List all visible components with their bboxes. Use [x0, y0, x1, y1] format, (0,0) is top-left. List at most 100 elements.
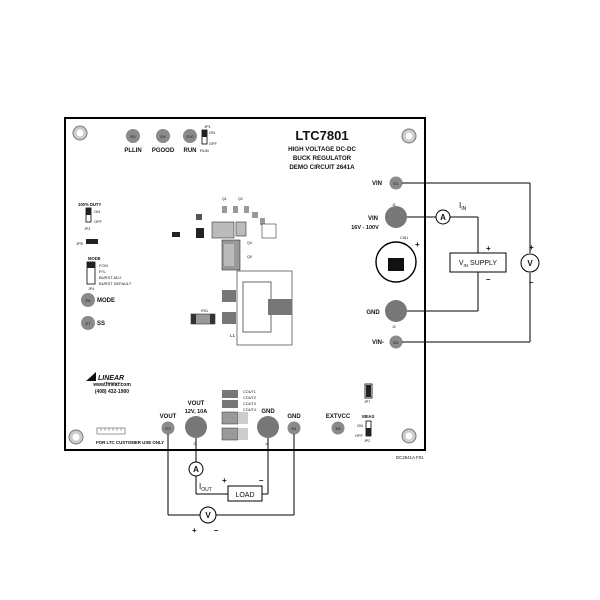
svg-text:E8: E8 — [336, 426, 342, 431]
svg-text:PGOOD: PGOOD — [152, 148, 175, 154]
svg-text:OFF: OFF — [355, 433, 364, 438]
svg-text:OFF: OFF — [209, 141, 218, 146]
svg-text:EXTVCC: EXTVCC — [326, 414, 351, 420]
inductor-l1 — [222, 270, 293, 346]
website-text: www.linear.com — [92, 382, 131, 388]
svg-text:–: – — [486, 275, 491, 284]
svg-text:V: V — [205, 511, 211, 520]
svg-text:VOUT: VOUT — [188, 401, 205, 407]
extvcc-turret[interactable]: EXTVCC E8 — [326, 414, 351, 435]
svg-text:A: A — [440, 213, 446, 222]
mounting-hole-icon — [401, 428, 417, 444]
svg-text:JP7: JP7 — [364, 400, 370, 404]
svg-text:+: + — [415, 240, 420, 249]
svg-text:E4: E4 — [161, 134, 167, 139]
gnd-connector-j4[interactable]: GND J4 — [257, 409, 279, 446]
svg-text:VBIAS: VBIAS — [362, 414, 375, 419]
svg-text:OFF: OFF — [94, 219, 103, 224]
vin-supply-box: VIN SUPPLY + – — [449, 244, 507, 284]
jp2-vbias-jumper[interactable]: VBIAS ON OFF JP2 — [355, 414, 375, 443]
run-turret[interactable]: E10 RUN — [183, 129, 197, 154]
iout-label: IOUT — [199, 482, 212, 493]
q1-label: Q1 — [222, 197, 227, 201]
svg-text:JP1: JP1 — [204, 124, 212, 129]
jp7-jumper[interactable]: JP7 — [364, 383, 373, 404]
output-voltmeter-icon: V + – — [192, 506, 219, 535]
jp6-mode-jumper[interactable]: MODE FCM P.S. BURST ADJ. BURST DEFAULT J… — [86, 256, 132, 291]
svg-text:J1: J1 — [392, 203, 396, 207]
svg-text:CIN1: CIN1 — [400, 236, 408, 240]
board-title: LTC7801 — [295, 128, 348, 143]
svg-text:LOAD: LOAD — [235, 492, 254, 499]
svg-text:PLLIN: PLLIN — [124, 148, 141, 154]
svg-text:ON: ON — [94, 209, 100, 214]
svg-text:–: – — [214, 526, 219, 535]
svg-text:E2: E2 — [394, 340, 400, 345]
svg-text:GND: GND — [261, 409, 275, 415]
q2-label: Q2 — [238, 197, 243, 201]
pgood-turret[interactable]: E4 PGOOD — [152, 129, 175, 154]
svg-text:E3: E3 — [166, 426, 172, 431]
board-subtitle-1: HIGH VOLTAGE DC-DC — [288, 146, 356, 153]
load-box: LOAD + – — [222, 476, 264, 502]
svg-text:VIN: VIN — [372, 181, 382, 187]
mounting-hole-icon — [72, 125, 88, 141]
svg-text:MODE: MODE — [97, 298, 115, 304]
svg-text:E1: E1 — [394, 181, 400, 186]
output-wiring — [167, 434, 295, 516]
board-subtitle-2: BUCK REGULATOR — [293, 155, 352, 162]
svg-text:COUT2: COUT2 — [243, 396, 256, 400]
svg-text:COUT1: COUT1 — [243, 390, 256, 394]
iin-label: IIN — [459, 201, 467, 212]
svg-text:JP5: JP5 — [76, 241, 84, 246]
jp3-duty-jumper[interactable]: 100% DUTY ON OFF JP3 — [78, 202, 103, 231]
l1-label: L1 — [230, 333, 236, 338]
svg-text:VIN-: VIN- — [372, 340, 384, 346]
small-components — [172, 206, 277, 271]
svg-text:J2: J2 — [392, 325, 396, 329]
svg-text:E10: E10 — [186, 134, 194, 139]
input-voltmeter-icon: V + – — [520, 243, 540, 287]
gnd-turret[interactable]: GND E4 — [287, 414, 301, 435]
phone-text: (408) 432-1900 — [95, 389, 129, 395]
figure-id: DC2641A F01 — [396, 455, 424, 460]
customer-use-area: FOR LTC CUSTOMER USE ONLY — [96, 427, 164, 445]
svg-text:16V - 100V: 16V - 100V — [351, 225, 379, 231]
svg-text:COUT3: COUT3 — [243, 402, 256, 406]
svg-text:RUN: RUN — [200, 148, 209, 153]
svg-text:+: + — [222, 476, 227, 485]
ss-turret[interactable]: E7 SS — [81, 316, 105, 330]
svg-text:RUN: RUN — [184, 148, 197, 154]
sense-resistor-rs1: RS1 — [190, 309, 216, 325]
svg-text:+: + — [486, 244, 491, 253]
svg-text:E7: E7 — [86, 321, 92, 326]
svg-text:FCM: FCM — [99, 263, 108, 268]
input-wiring — [402, 182, 531, 343]
svg-text:E5: E5 — [131, 134, 137, 139]
jp5-jumper[interactable]: JP5 — [76, 239, 98, 246]
vout-turret[interactable]: VOUT E3 — [160, 414, 177, 435]
board-subtitle-3: DEMO CIRCUIT 2641A — [289, 164, 355, 171]
vout-connector-j3[interactable]: VOUT 12V, 10A J3 — [185, 401, 207, 446]
jp1-run-jumper[interactable]: JP1 ON OFF RUN — [200, 124, 218, 153]
svg-text:VIN: VIN — [368, 216, 378, 222]
svg-text:BURST ADJ.: BURST ADJ. — [99, 275, 122, 280]
input-capacitor-cin1: + CIN1 — [375, 236, 420, 283]
pllin-turret[interactable]: E5 PLLIN — [124, 129, 142, 154]
mode-turret[interactable]: E6 MODE — [81, 293, 115, 307]
svg-text:ON: ON — [209, 130, 215, 135]
svg-text:JP4: JP4 — [88, 287, 94, 291]
vin-minus-turret[interactable]: E2 VIN- — [372, 335, 403, 349]
svg-text:100% DUTY: 100% DUTY — [78, 202, 101, 207]
output-capacitors: COUT1 COUT2 COUT3 COUT4 — [221, 390, 256, 441]
vin-turret[interactable]: E1 VIN — [372, 176, 403, 190]
svg-text:JP3: JP3 — [84, 227, 90, 231]
svg-text:E4: E4 — [292, 426, 298, 431]
vin-connector-j1[interactable]: J1 VIN 16V - 100V — [351, 203, 407, 231]
svg-text:MODE: MODE — [88, 256, 101, 261]
gnd-connector-j2[interactable]: GND J2 — [366, 300, 407, 329]
svg-text:GND: GND — [366, 310, 380, 316]
svg-text:–: – — [259, 476, 264, 485]
svg-text:V: V — [527, 259, 533, 268]
